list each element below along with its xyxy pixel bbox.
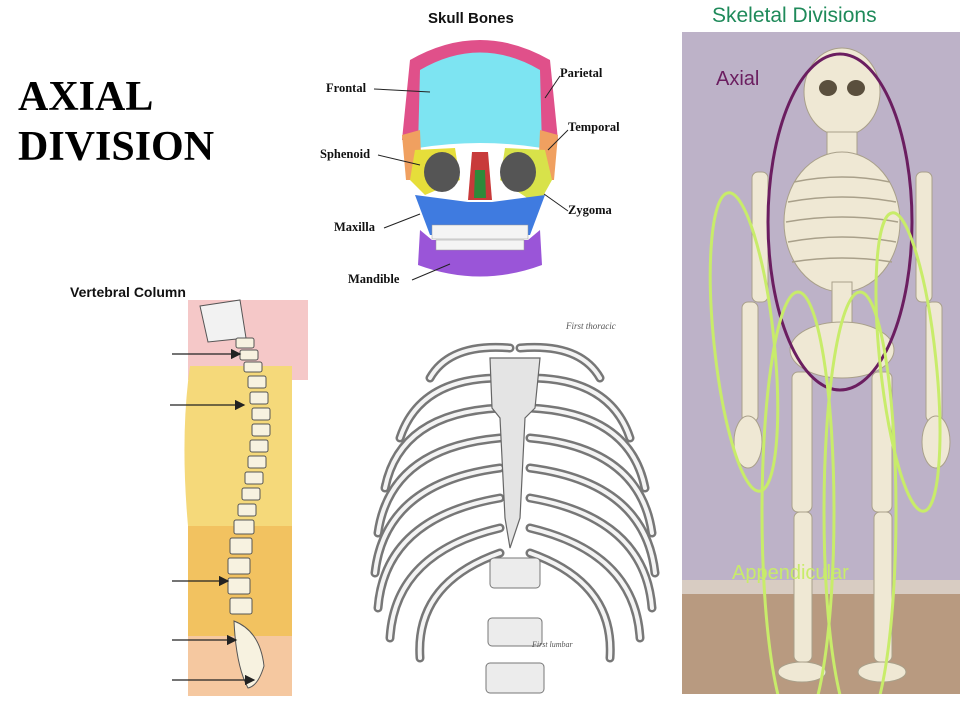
axial-label: Axial <box>716 68 760 90</box>
skeleton-skull <box>803 47 881 137</box>
lower-teeth <box>435 239 525 251</box>
appendicular-outline-right-arm <box>874 211 942 513</box>
label-frontal: Frontal <box>326 81 367 95</box>
skeletal-divisions-title: Skeletal Divisions <box>712 4 877 27</box>
vertebral-column-diagram <box>184 299 308 696</box>
appendicular-outline-right-leg <box>822 290 898 694</box>
sternum <box>489 357 541 549</box>
label-maxilla: Maxilla <box>334 220 375 234</box>
upper-teeth <box>431 224 529 240</box>
appendicular-outline-left-leg <box>760 290 836 694</box>
appendicular-outline-left-arm <box>708 191 780 493</box>
appendicular-label: Appendicular <box>732 562 849 584</box>
rib-label-first-thoracic: First thoracic <box>566 321 616 331</box>
label-parietal: Parietal <box>560 66 603 80</box>
vertebral-column-title: Vertebral Column <box>70 284 186 300</box>
frontal-bone <box>418 52 542 148</box>
label-zygoma: Zygoma <box>568 203 612 217</box>
rib-label-first-lumbar: First lumbar <box>532 640 573 649</box>
label-sphenoid: Sphenoid <box>320 147 371 161</box>
label-mandible: Mandible <box>348 272 400 286</box>
rib-cage-diagram <box>370 342 660 694</box>
skeleton-photo <box>682 32 960 694</box>
skull-title: Skull Bones <box>428 10 514 27</box>
label-temporal: Temporal <box>568 120 620 134</box>
orbit-left <box>424 152 460 192</box>
axial-outline <box>766 52 914 392</box>
page-title: AXIAL DIVISION <box>18 74 215 170</box>
orbit-right <box>500 152 536 192</box>
